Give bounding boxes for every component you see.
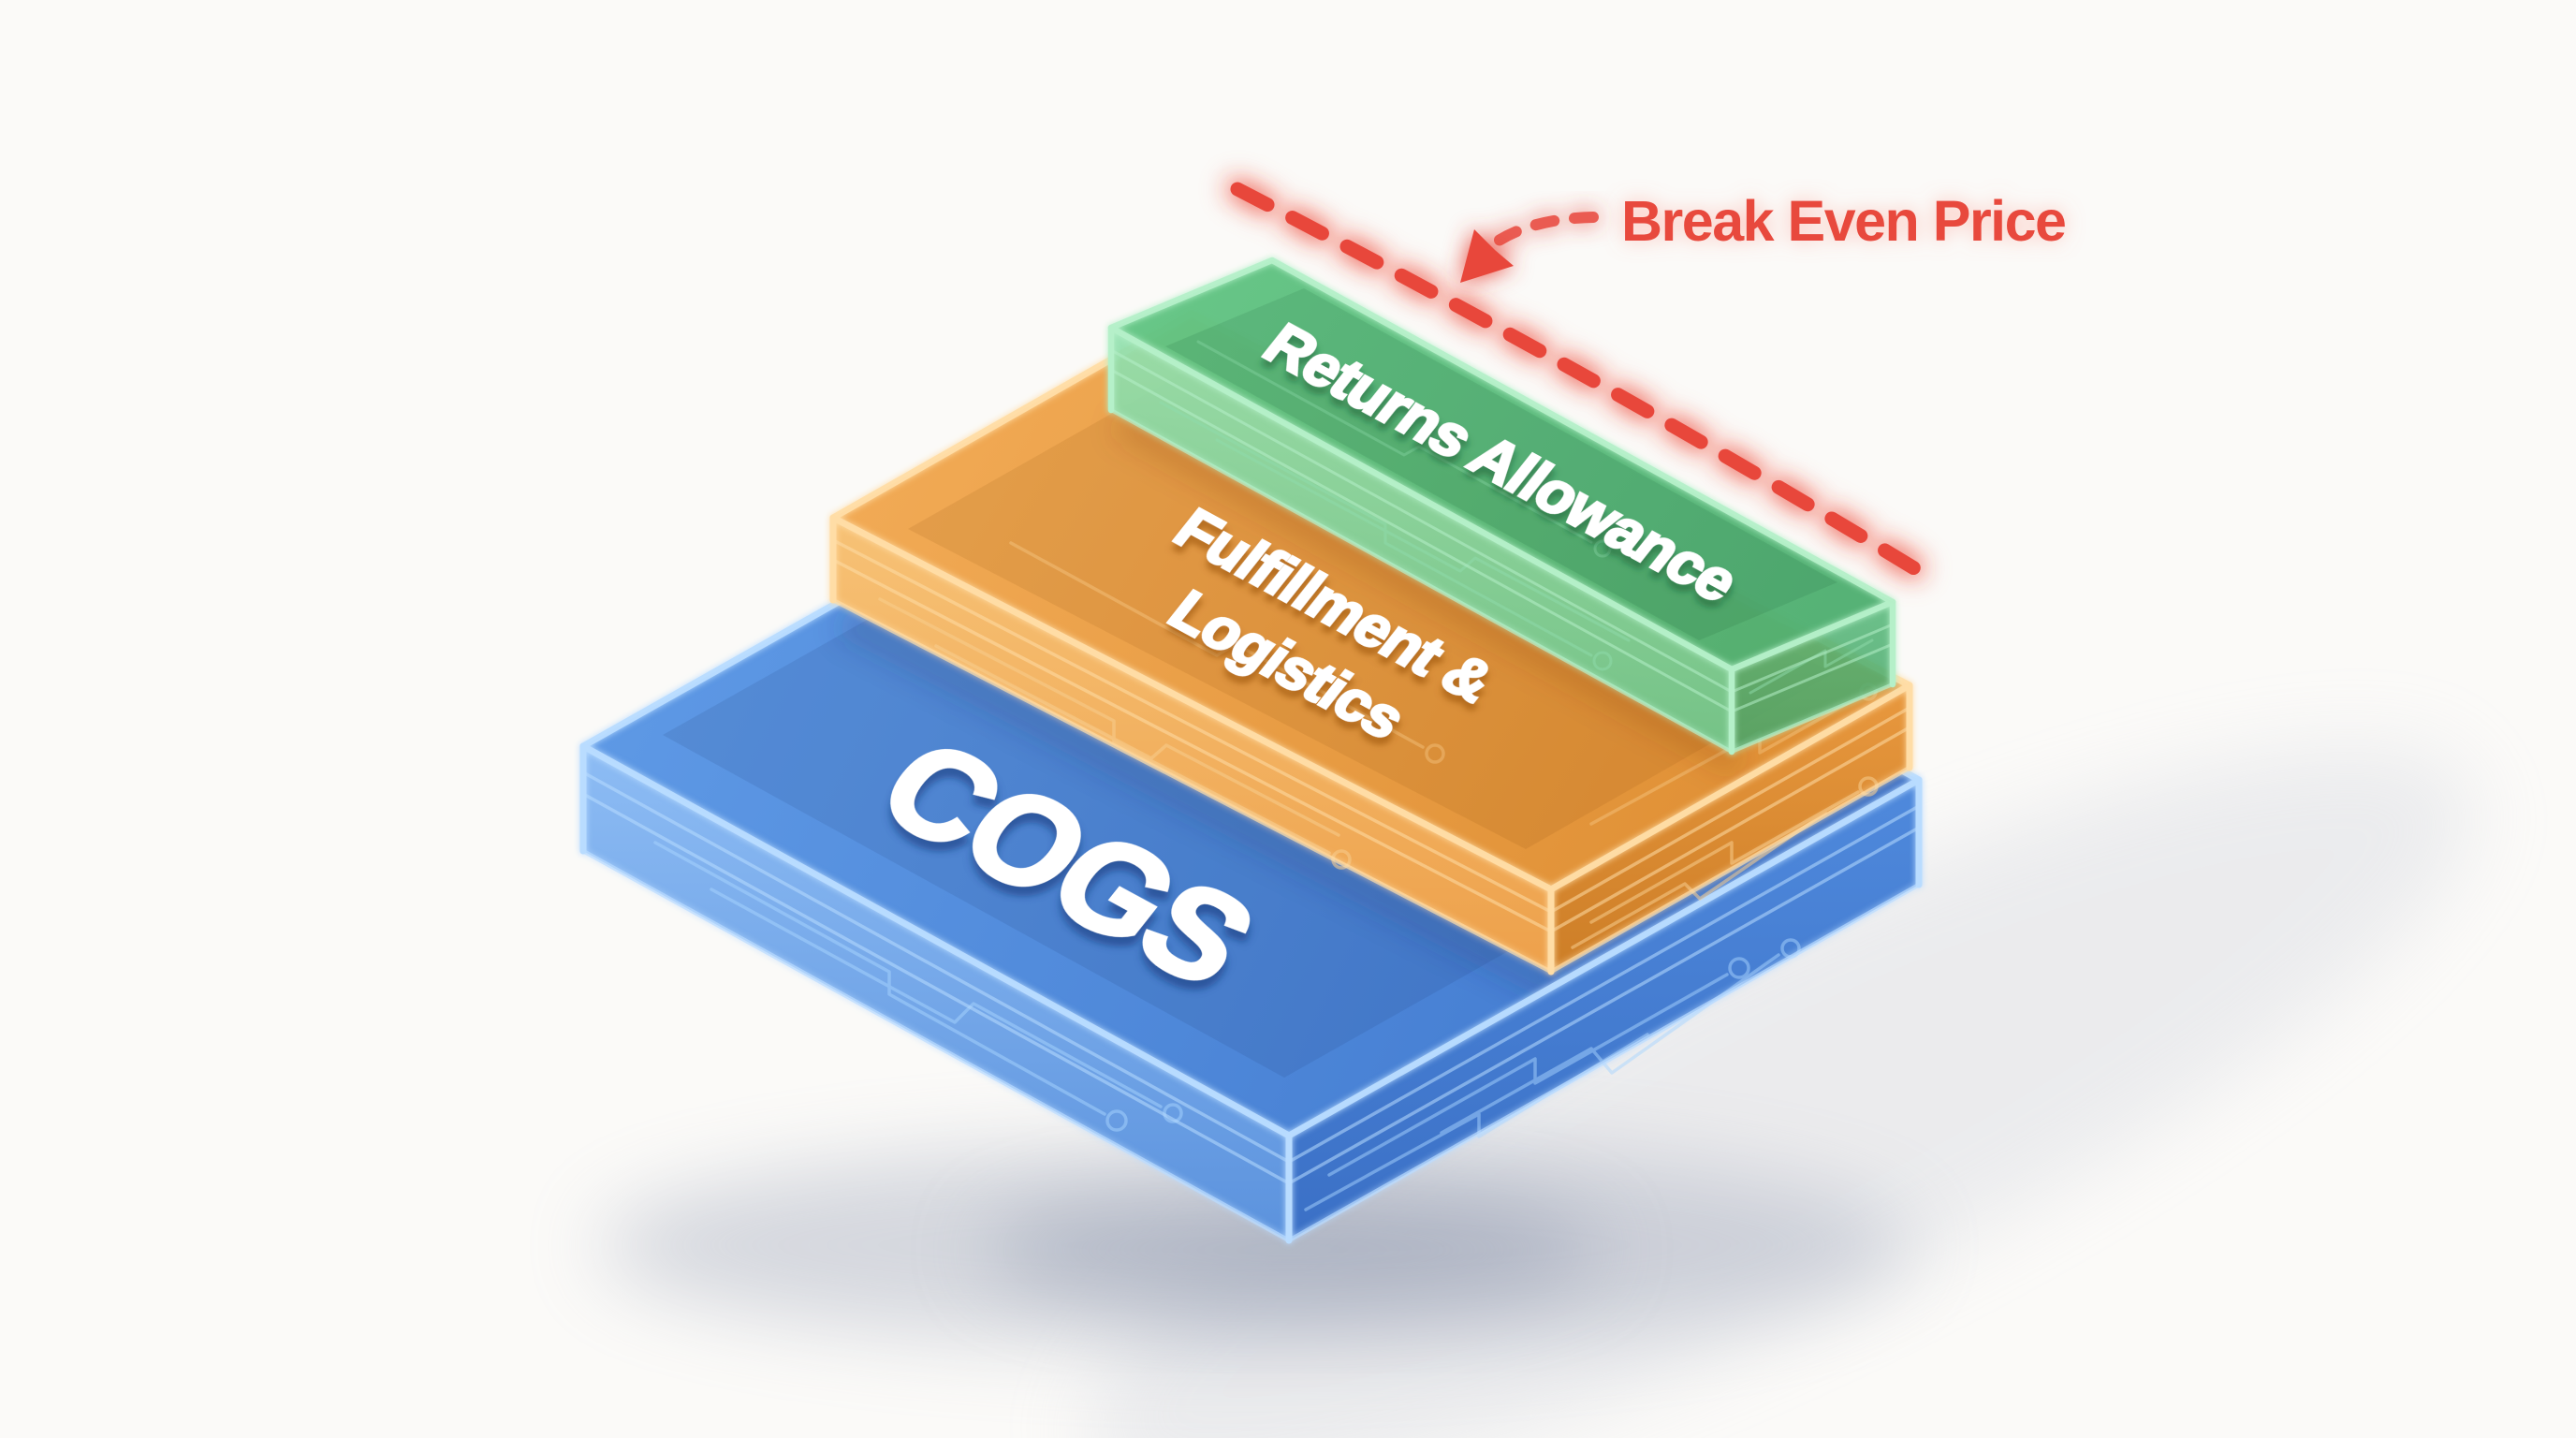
- edge-highlights-green: [1107, 257, 1896, 756]
- circuit-pattern-orange: [878, 541, 1879, 949]
- returns-top-face: [1111, 260, 1893, 669]
- glass-layer-lines-orange: [832, 538, 1910, 933]
- glass-layer-lines-blue: [582, 770, 1920, 1185]
- fulfillment-inner-cavity: [908, 354, 1834, 849]
- layer-fulfillment-logistics: Fulfillment & Logistics: [829, 310, 1913, 976]
- break-even-arrow-icon: [1460, 212, 1599, 283]
- break-even-dashed-line: [1230, 182, 1926, 579]
- edge-highlights-orange: [829, 310, 1913, 976]
- ground-shadow: [599, 747, 2474, 1438]
- shadow-of-green-on-orange: [1112, 411, 1746, 776]
- fulfillment-top-face: [833, 314, 1910, 889]
- break-even-annotation: Break Even Price: [1222, 173, 2067, 587]
- break-even-label: Break Even Price: [1621, 189, 2065, 253]
- glass-layer-lines-green: [1110, 348, 1894, 713]
- returns-inner-cavity: [1165, 288, 1837, 640]
- circuit-pattern-green: [1159, 340, 1874, 695]
